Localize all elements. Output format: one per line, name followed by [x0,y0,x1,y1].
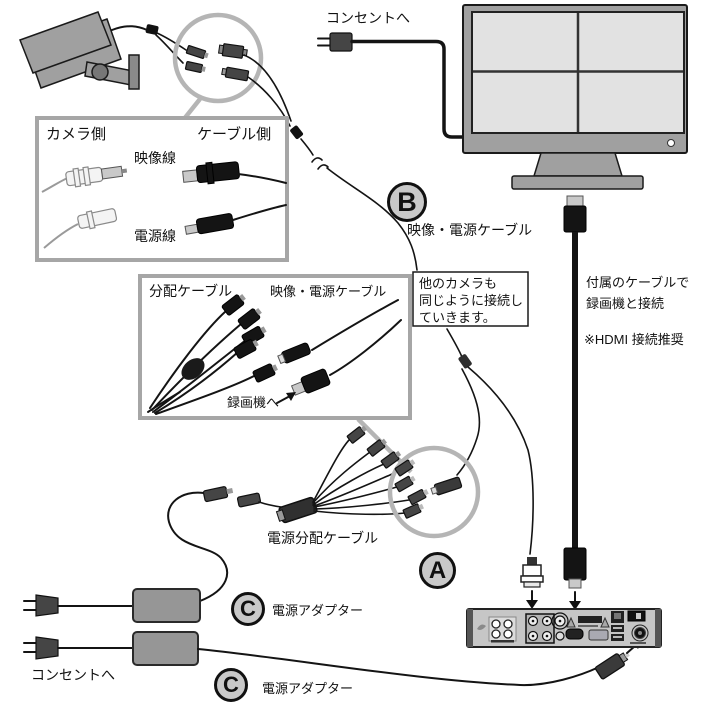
note-line-3: ていきます。 [419,310,496,325]
note-line-1: 他のカメラも [419,276,498,291]
video-power-cable-run [243,54,534,555]
power-splitter-cable-label: 電源分配ケーブル [267,530,379,546]
power-line-label: 電源線 [134,228,176,244]
note-box-text: 他のカメラも 同じように接続し ていきます。 [413,272,528,326]
security-camera-icon [19,11,140,90]
power-adapter-2-icon [23,631,600,687]
power-splitter-cable-icon [167,438,410,602]
camera-connectors-callout-box [35,116,289,262]
hdmi-note-label: ※HDMI 接続推奨 [584,332,684,347]
cable-side-label: ケーブル側 [197,126,272,143]
badge-b: B [387,182,427,222]
splitter-plug-icons [346,425,463,519]
power-adapter-label-2: 電源アダプター [262,681,354,696]
camera-side-connector-photos [41,161,287,249]
power-adapter-label-1: 電源アダプター [272,603,364,618]
outlet-label-top: コンセントへ [326,10,410,26]
video-power-cable-label-box: 映像・電源ケーブル [270,284,387,299]
badge-a: A [419,552,456,589]
bnc-plug-to-recorder-icon [520,557,544,609]
badge-c-2: C [214,668,248,702]
included-cable-label-2: 録画機と接続 [586,296,665,311]
magnifier-circle-camera-connectors [172,12,264,104]
outlet-label-bottom: コンセントへ [31,667,115,683]
power-adapter-1-icon [23,588,201,623]
splitter-photo [147,294,402,415]
monitor-icon [462,4,688,190]
monitor-power-plug-icon [317,32,465,139]
recorder-vga-port [588,629,609,641]
magnifier-circle-splitter-connection [387,445,481,539]
to-recorder-label: 録画機へ [227,395,280,410]
badge-c-1: C [231,592,265,626]
camera-pigtail-cable [111,24,187,64]
magnifier-pointer-line-1 [182,97,202,121]
video-power-cable-label: 映像・電源ケーブル [407,222,533,238]
recorder-rear-panel [466,608,662,648]
monitor-power-led [667,139,675,147]
camera-connector-pair-icons [184,43,250,82]
hdmi-cable-icon [563,195,587,610]
recorder-logo [477,624,486,630]
camera-side-label: カメラ側 [46,126,107,143]
splitter-cable-label: 分配ケーブル [149,283,233,299]
recorder-hdmi-port [565,628,584,640]
note-box [412,271,529,327]
video-line-label: 映像線 [134,150,176,166]
included-cable-label-1: 付属のケーブルで [586,275,690,290]
note-line-2: 同じように接続し [419,293,524,308]
